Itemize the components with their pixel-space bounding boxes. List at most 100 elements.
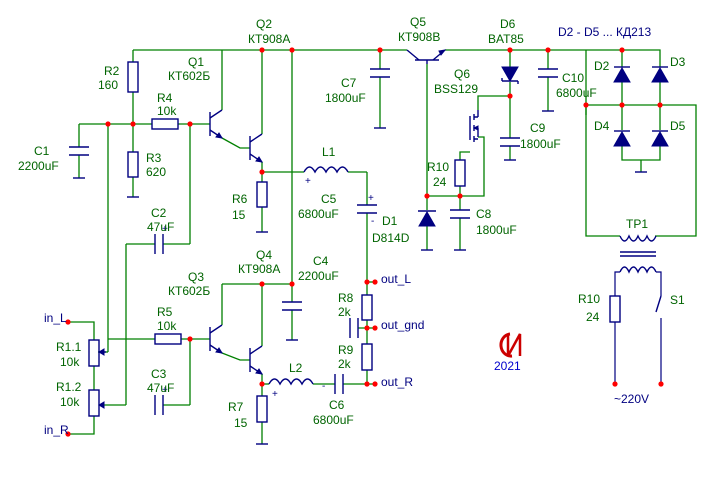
svg-text:6800uF: 6800uF <box>298 207 339 221</box>
resistor-r4 <box>151 118 179 130</box>
svg-text:C10: C10 <box>562 71 584 85</box>
svg-text:R2: R2 <box>104 64 120 78</box>
resistor-r7 <box>256 395 268 423</box>
svg-text:Q5: Q5 <box>410 15 426 29</box>
svg-text:R3: R3 <box>146 151 162 165</box>
svg-text:C4: C4 <box>313 254 329 268</box>
svg-text:TP1: TP1 <box>626 217 648 231</box>
svg-text:BAT85: BAT85 <box>488 32 524 46</box>
svg-text:6800uF: 6800uF <box>556 86 597 100</box>
diode-d3 <box>651 66 669 83</box>
capacitor-c1 <box>69 146 89 156</box>
svg-text:КТ602Б: КТ602Б <box>168 284 210 298</box>
svg-text:L2: L2 <box>289 361 303 375</box>
resistor-r3 <box>127 151 139 178</box>
svg-text:1800uF: 1800uF <box>476 223 517 237</box>
transformer-tp1 <box>619 234 657 274</box>
svg-text:C8: C8 <box>476 207 492 221</box>
transistor-q2 <box>249 133 263 163</box>
capacitor-c7 <box>370 68 390 78</box>
capacitor-c9 <box>500 137 520 147</box>
svg-text:160: 160 <box>98 78 118 92</box>
svg-text:КТ908А: КТ908А <box>248 32 290 46</box>
resistor-r10-lower <box>609 295 621 323</box>
schottky-diode-d6 <box>501 66 519 84</box>
diagram-title: D2 - D5 ... КД213 <box>558 25 651 39</box>
junction-nodes <box>65 47 664 437</box>
capacitor-c8 <box>450 209 470 219</box>
svg-text:+: + <box>368 193 374 204</box>
inductor-l2 <box>268 378 314 386</box>
svg-text:BSS129: BSS129 <box>434 82 478 96</box>
transistor-q1 <box>209 109 223 139</box>
port-out-gnd: out_gnd <box>381 318 424 332</box>
potentiometer-r1-2 <box>88 389 105 417</box>
svg-text:-: - <box>371 216 374 227</box>
svg-text:10k: 10k <box>157 104 177 118</box>
svg-text:D1: D1 <box>382 214 398 228</box>
svg-text:10k: 10k <box>157 319 177 333</box>
svg-text:R1.2: R1.2 <box>56 380 82 394</box>
svg-text:D814D: D814D <box>372 231 410 245</box>
svg-text:Q1: Q1 <box>188 55 204 69</box>
svg-text:R7: R7 <box>228 400 244 414</box>
port-in-l: in_L <box>44 311 67 325</box>
transistor-q5 <box>406 49 447 64</box>
polarity-marks: + + - + - + + <box>162 176 374 400</box>
svg-text:C9: C9 <box>530 121 546 135</box>
potentiometer-r1-1 <box>88 339 106 367</box>
component-labels: D2 - D5 ... КД213 R2 160 R3 620 R4 10k R… <box>18 15 686 430</box>
resistor-r9 <box>361 343 373 371</box>
svg-text:C2: C2 <box>151 206 167 220</box>
svg-text:+: + <box>162 385 168 396</box>
svg-text:L1: L1 <box>322 145 336 159</box>
resistor-r8 <box>361 294 373 321</box>
svg-text:D5: D5 <box>670 119 686 133</box>
svg-text:КТ602Б: КТ602Б <box>168 69 210 83</box>
svg-text:+: + <box>162 224 168 235</box>
wires <box>68 49 697 444</box>
port-out-l: out_L <box>381 272 411 286</box>
svg-text:2k: 2k <box>338 357 352 371</box>
diode-d2 <box>613 66 631 83</box>
svg-text:2200uF: 2200uF <box>18 159 59 173</box>
svg-text:R1.1: R1.1 <box>56 340 82 354</box>
svg-text:R10: R10 <box>578 292 600 306</box>
author-logo: 2021 <box>494 332 522 373</box>
zener-diode-d1 <box>418 210 436 227</box>
svg-text:15: 15 <box>234 416 248 430</box>
svg-text:R9: R9 <box>338 343 354 357</box>
port-out-r: out_R <box>381 375 413 389</box>
devices <box>69 49 669 445</box>
svg-text:47uF: 47uF <box>147 381 174 395</box>
svg-text:R5: R5 <box>157 305 173 319</box>
svg-text:D3: D3 <box>670 55 686 69</box>
capacitor-c2 <box>154 234 164 254</box>
svg-text:R10: R10 <box>427 160 449 174</box>
port-mains: ~220V <box>614 392 649 406</box>
svg-text:КТ908В: КТ908В <box>398 30 440 44</box>
svg-text:1800uF: 1800uF <box>520 137 561 151</box>
switch-s1 <box>655 295 662 384</box>
svg-text:2k: 2k <box>338 305 352 319</box>
svg-text:R6: R6 <box>232 192 248 206</box>
svg-text:Q6: Q6 <box>454 67 470 81</box>
svg-text:Q3: Q3 <box>188 270 204 284</box>
svg-text:C1: C1 <box>34 144 50 158</box>
capacitor-c5 <box>357 204 377 214</box>
svg-text:C6: C6 <box>329 398 345 412</box>
resistor-r2 <box>127 61 139 93</box>
svg-text:D4: D4 <box>594 119 610 133</box>
resistor-r6 <box>256 181 268 208</box>
svg-text:24: 24 <box>433 175 447 189</box>
svg-text:24: 24 <box>586 310 600 324</box>
svg-text:2200uF: 2200uF <box>298 269 339 283</box>
svg-text:47uF: 47uF <box>147 220 174 234</box>
resistor-r10-upper <box>454 159 466 187</box>
resistor-r5 <box>154 333 182 345</box>
svg-text:R4: R4 <box>157 91 173 105</box>
svg-text:Q2: Q2 <box>256 17 272 31</box>
svg-text:620: 620 <box>146 165 166 179</box>
svg-text:10k: 10k <box>60 355 80 369</box>
